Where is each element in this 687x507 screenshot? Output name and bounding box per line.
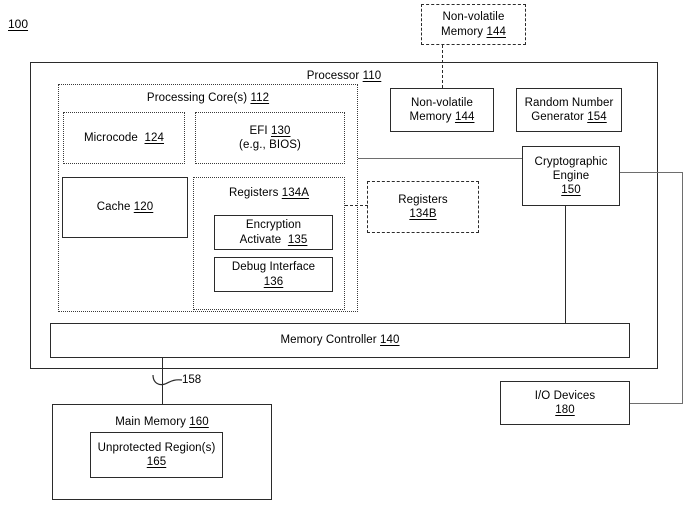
cache-label: Cache 120: [96, 201, 154, 214]
block-registers-134a: Registers 134A: [193, 177, 345, 310]
block-debug-interface: Debug Interface 136: [214, 257, 333, 292]
block-processor: Processor 110: [30, 62, 658, 369]
nvm-external-line2: Memory 144: [441, 25, 506, 38]
crypto-engine-ref: 150: [561, 184, 581, 196]
nvm-external-line1: Non-volatile: [442, 11, 505, 24]
io-devices-label: I/O Devices: [534, 389, 596, 402]
unprotected-regions-ref: 165: [146, 456, 167, 468]
connector-registers-a-to-b: [345, 205, 368, 206]
bus-158-leader: [152, 374, 183, 386]
efi-sublabel: (e.g., BIOS): [239, 139, 301, 151]
main-memory-title: Main Memory 160: [115, 416, 209, 428]
io-devices-ref: 180: [555, 404, 575, 416]
efi-label: EFI 130: [249, 124, 291, 137]
block-main-memory: Main Memory 160: [52, 404, 272, 500]
connector-bus-158: [162, 358, 164, 404]
memory-controller-label: Memory Controller 140: [280, 334, 400, 347]
crypto-engine-line1: Cryptographic: [534, 155, 608, 168]
block-nonvolatile-memory-internal: Non-volatile Memory 144: [390, 88, 494, 132]
block-encryption-activate: Encryption Activate 135: [214, 215, 333, 250]
block-cache: Cache 120: [62, 177, 188, 238]
debug-interface-label: Debug Interface: [231, 261, 316, 274]
encryption-activate-line2: Activate 135: [239, 233, 308, 246]
connector-crypto-to-io-h-bottom: [630, 403, 683, 405]
block-io-devices: I/O Devices 180: [500, 381, 630, 425]
rng-line1: Random Number: [524, 96, 614, 109]
processing-cores-title: Processing Core(s) 112: [146, 92, 270, 104]
connector-crypto-to-io-h-top: [620, 172, 683, 174]
processor-title: Processor 110: [306, 70, 382, 82]
unprotected-regions-label: Unprotected Region(s): [97, 441, 216, 454]
figure-number: 100: [8, 17, 29, 31]
block-registers-134b: Registers 134B: [367, 181, 479, 233]
connector-crypto-to-io-v: [682, 172, 684, 403]
rng-line2: Generator 154: [531, 111, 607, 123]
microcode-label: Microcode 124: [83, 131, 165, 144]
debug-interface-ref: 136: [263, 275, 284, 288]
block-processing-cores: Processing Core(s) 112: [58, 84, 358, 312]
block-nonvolatile-memory-external: Non-volatile Memory 144: [421, 4, 526, 45]
registers-134b-ref: 134B: [409, 208, 437, 220]
connector-crypto-to-memory-controller: [565, 206, 567, 323]
block-unprotected-regions: Unprotected Region(s) 165: [90, 432, 223, 478]
block-random-number-generator: Random Number Generator 154: [516, 88, 622, 132]
block-efi: EFI 130 (e.g., BIOS): [195, 112, 345, 164]
connector-core-to-crypto: [358, 158, 522, 160]
bus-158-label: 158: [182, 374, 202, 386]
encryption-activate-line1: Encryption: [245, 219, 302, 232]
crypto-engine-line2: Engine: [552, 169, 590, 182]
registers-134a-title: Registers 134A: [228, 187, 310, 199]
nvm-internal-line2: Memory 144: [409, 111, 475, 123]
block-memory-controller: Memory Controller 140: [50, 323, 630, 358]
registers-134b-label: Registers: [398, 193, 448, 206]
block-microcode: Microcode 124: [63, 112, 185, 164]
connector-nvm-external-to-internal: [442, 45, 443, 88]
block-cryptographic-engine: Cryptographic Engine 150: [522, 146, 620, 206]
nvm-internal-line1: Non-volatile: [411, 96, 473, 109]
